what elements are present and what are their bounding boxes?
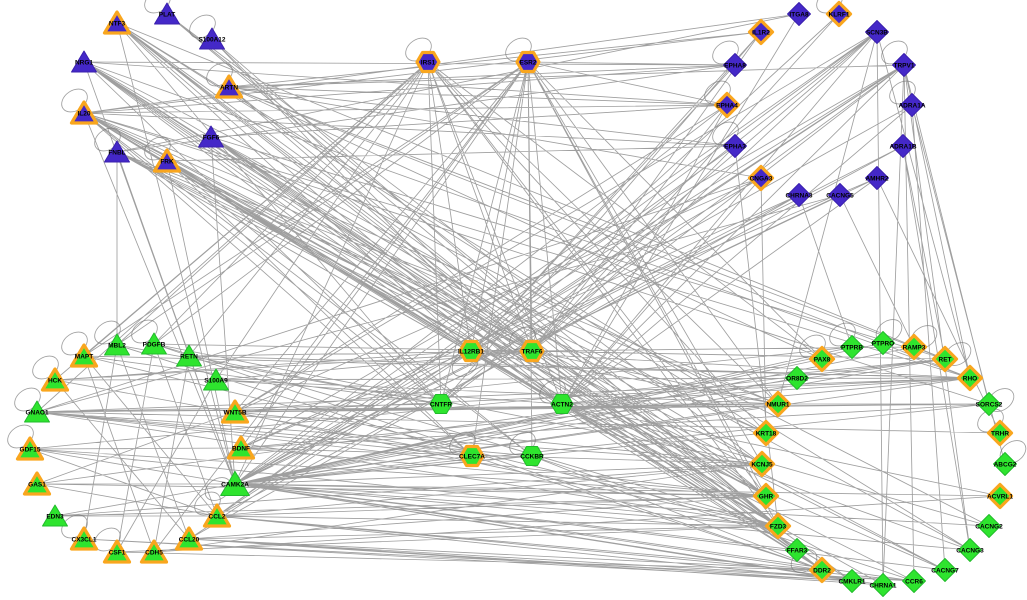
svg-text:HCK: HCK <box>48 378 62 385</box>
svg-text:GHR: GHR <box>759 494 774 501</box>
svg-text:ARTN: ARTN <box>220 85 238 92</box>
svg-text:ACVRL1: ACVRL1 <box>987 494 1013 501</box>
svg-text:TRPV1: TRPV1 <box>894 63 915 70</box>
svg-text:S100A9: S100A9 <box>204 378 228 385</box>
svg-text:EPHA4: EPHA4 <box>716 103 738 110</box>
svg-text:CMKLR1: CMKLR1 <box>838 579 865 586</box>
svg-text:CHRNA1: CHRNA1 <box>869 583 896 590</box>
svg-text:SORCS2: SORCS2 <box>976 402 1003 409</box>
svg-text:OR8D2: OR8D2 <box>786 376 808 383</box>
svg-text:CACNG7: CACNG7 <box>931 568 959 575</box>
svg-text:CACNG3: CACNG3 <box>956 548 984 555</box>
svg-text:RHO: RHO <box>963 376 977 383</box>
svg-text:MBL2: MBL2 <box>108 343 126 350</box>
svg-text:CCL2: CCL2 <box>209 514 226 521</box>
svg-text:PTPRO: PTPRO <box>872 341 894 348</box>
svg-text:AMHR2: AMHR2 <box>865 176 888 183</box>
svg-text:CACNG5: CACNG5 <box>826 193 854 200</box>
svg-text:PLAT: PLAT <box>159 12 176 19</box>
svg-text:RET: RET <box>939 357 952 364</box>
svg-text:ADRA1B: ADRA1B <box>889 144 916 151</box>
svg-text:FZD3: FZD3 <box>770 524 787 531</box>
svg-text:PTPRB: PTPRB <box>841 345 863 352</box>
svg-text:RAMP3: RAMP3 <box>903 345 926 352</box>
svg-text:PAX8: PAX8 <box>814 357 831 364</box>
svg-text:NTF3: NTF3 <box>109 21 126 28</box>
svg-text:TRAF6: TRAF6 <box>522 349 543 356</box>
svg-text:EPHA8: EPHA8 <box>724 63 746 70</box>
svg-text:KCNJ5: KCNJ5 <box>751 462 773 469</box>
svg-text:CLEC7A: CLEC7A <box>459 454 485 461</box>
svg-text:TRHR: TRHR <box>991 431 1009 438</box>
svg-text:CCKBR: CCKBR <box>520 454 544 461</box>
svg-text:GNAO1: GNAO1 <box>25 410 49 417</box>
svg-text:CACNG2: CACNG2 <box>975 524 1003 531</box>
svg-text:FFAR3: FFAR3 <box>787 548 808 555</box>
svg-text:FRK: FRK <box>160 159 174 166</box>
svg-text:ITGA8: ITGA8 <box>789 12 809 19</box>
svg-text:ACTN2: ACTN2 <box>551 402 573 409</box>
svg-text:ABCG2: ABCG2 <box>994 462 1017 469</box>
svg-text:SCN3B: SCN3B <box>866 30 888 37</box>
svg-text:NMUR1: NMUR1 <box>766 402 789 409</box>
svg-text:KRT18: KRT18 <box>756 431 777 438</box>
svg-text:CNGA3: CNGA3 <box>750 176 773 183</box>
svg-text:GDF15: GDF15 <box>20 447 41 454</box>
svg-text:CSF1: CSF1 <box>109 550 126 557</box>
svg-text:EPHA3: EPHA3 <box>724 144 746 151</box>
svg-text:MAPT: MAPT <box>75 354 93 361</box>
svg-text:IL20: IL20 <box>77 111 90 118</box>
svg-text:GAS1: GAS1 <box>28 482 46 489</box>
svg-text:CAMK2A: CAMK2A <box>221 482 249 489</box>
svg-text:CCR6: CCR6 <box>905 579 923 586</box>
svg-text:PDGFB: PDGFB <box>143 342 166 349</box>
svg-text:CDH5: CDH5 <box>145 550 163 557</box>
svg-text:FNBL: FNBL <box>108 150 125 157</box>
svg-text:IL12RB1: IL12RB1 <box>458 349 484 356</box>
svg-text:S100A12: S100A12 <box>198 37 225 44</box>
svg-text:CCL20: CCL20 <box>179 537 200 544</box>
svg-text:ADRA1A: ADRA1A <box>898 103 925 110</box>
svg-text:WNT5B: WNT5B <box>223 410 246 417</box>
svg-text:IL1R2: IL1R2 <box>752 30 770 37</box>
svg-text:KLRF1: KLRF1 <box>829 12 850 19</box>
svg-text:CX3CL1: CX3CL1 <box>72 537 97 544</box>
svg-text:EDN3: EDN3 <box>46 514 64 521</box>
svg-text:IRS1: IRS1 <box>421 60 436 67</box>
svg-text:NRG1: NRG1 <box>75 60 93 67</box>
svg-text:FGF6: FGF6 <box>203 135 220 142</box>
svg-text:ESR2: ESR2 <box>520 60 537 67</box>
svg-text:CHRNA3: CHRNA3 <box>785 193 812 200</box>
svg-text:RETN: RETN <box>180 354 198 361</box>
svg-text:CNTFR: CNTFR <box>430 402 452 409</box>
svg-text:DDR2: DDR2 <box>813 568 831 575</box>
svg-text:BDNF: BDNF <box>232 446 250 453</box>
